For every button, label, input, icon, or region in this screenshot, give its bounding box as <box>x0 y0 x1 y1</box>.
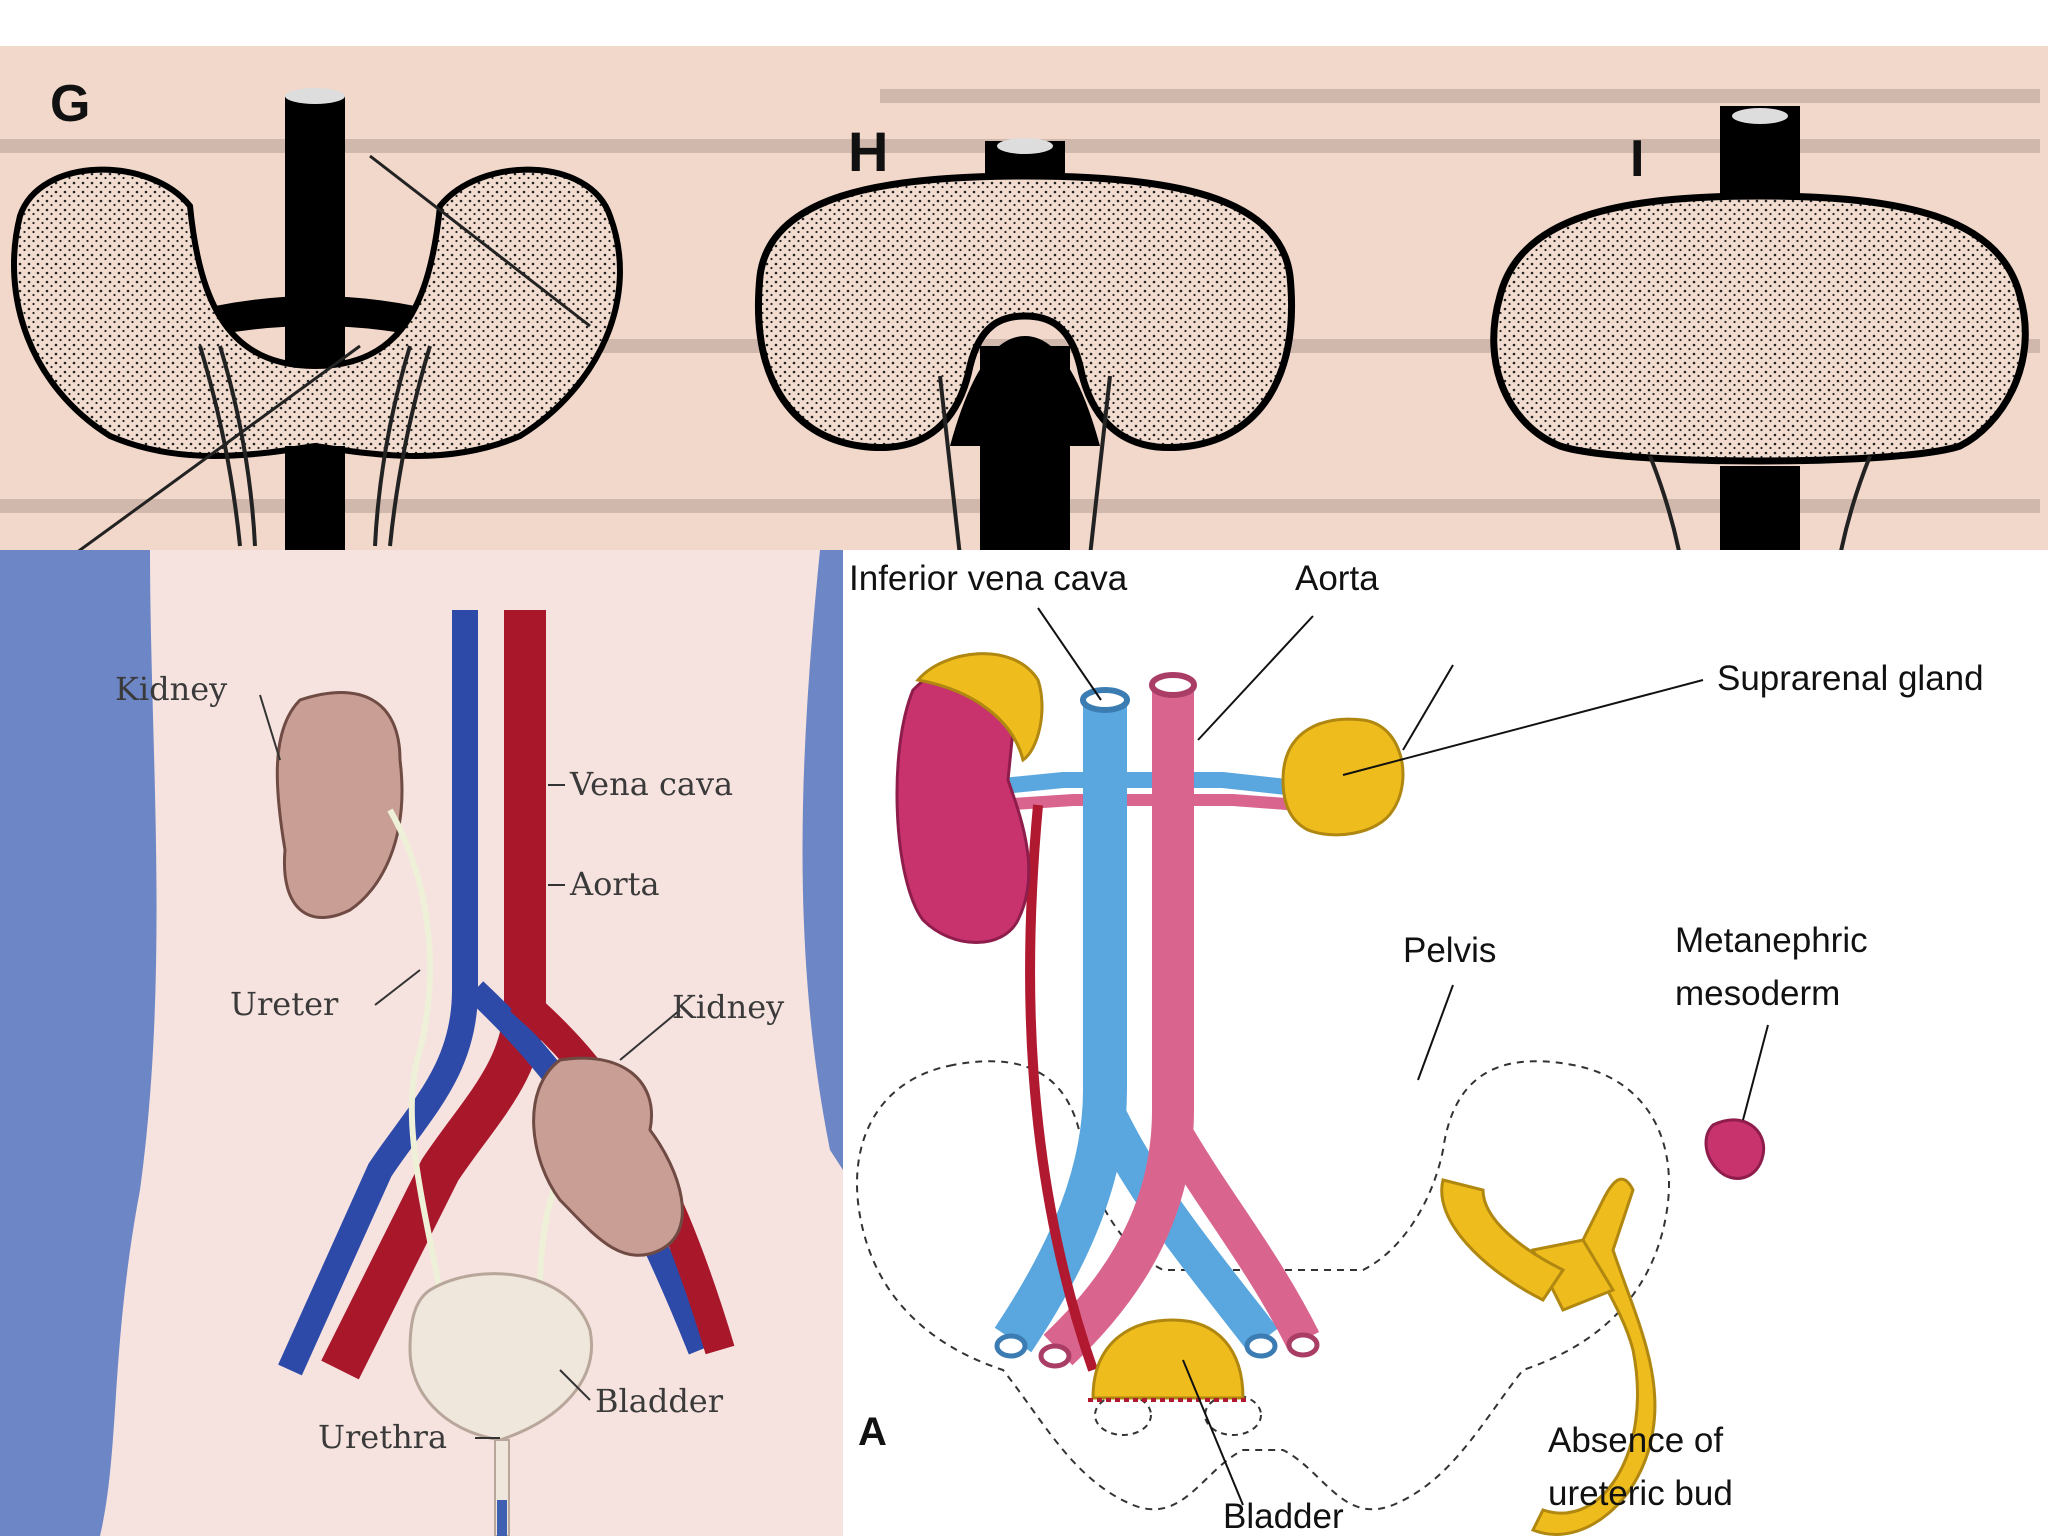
horseshoe-variant-i <box>1490 106 2029 550</box>
label-bladder: Bladder <box>595 1382 724 1420</box>
label-g: G <box>50 75 90 133</box>
label-kidney-lower: Kidney <box>672 988 784 1026</box>
label-ureter: Ureter <box>230 985 339 1023</box>
label-absence-of: Absence of <box>1548 1421 1723 1460</box>
label-panel-a: A <box>858 1410 887 1454</box>
label-pelvis: Pelvis <box>1403 931 1496 970</box>
label-suprarenal-gland: Suprarenal gland <box>1717 659 1984 698</box>
label-bladder-right: Bladder <box>1223 1497 1344 1536</box>
renal-agenesis-illustration: Inferior vena cava Aorta Suprarenal glan… <box>849 559 1984 1536</box>
renal-agenesis-panel: Inferior vena cava Aorta Suprarenal glan… <box>843 550 2048 1536</box>
label-metanephric: Metanephric <box>1675 921 1868 960</box>
pelvis-outline <box>856 1060 1670 1511</box>
horseshoe-variant-h <box>755 138 1295 550</box>
ectopic-kidney-illustration: Kidney Vena cava Aorta Ureter Kidney Bla… <box>0 550 843 1536</box>
label-urethra: Urethra <box>318 1418 447 1456</box>
body-silhouette-right <box>802 550 843 1170</box>
label-kidney-upper: Kidney <box>115 670 227 708</box>
label-inferior-vena-cava: Inferior vena cava <box>849 559 1128 598</box>
horseshoe-variant-g <box>11 88 623 550</box>
left-labels: Kidney Vena cava Aorta Ureter Kidney Bla… <box>115 670 784 1456</box>
label-i: I <box>1630 130 1644 188</box>
label-h: H <box>848 120 888 183</box>
label-ureteric-bud: ureteric bud <box>1548 1474 1733 1513</box>
label-aorta: Aorta <box>569 865 660 903</box>
horseshoe-kidney-panel: G H I <box>0 46 2048 550</box>
ectopic-kidney-panel: Kidney Vena cava Aorta Ureter Kidney Bla… <box>0 550 843 1536</box>
horseshoe-kidney-illustration: G H I <box>0 75 2040 550</box>
label-mesoderm: mesoderm <box>1675 974 1840 1013</box>
label-vena-cava: Vena cava <box>569 765 733 803</box>
body-silhouette-left <box>0 550 157 1536</box>
right-labels: Inferior vena cava Aorta Suprarenal glan… <box>849 559 1984 1536</box>
label-aorta-right: Aorta <box>1295 559 1379 598</box>
